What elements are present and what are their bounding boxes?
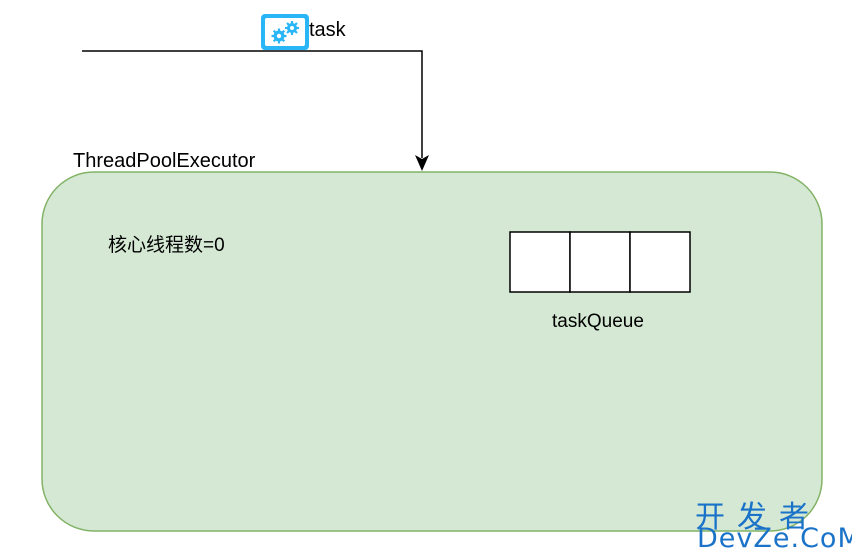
task-label: task	[309, 19, 346, 41]
task-arrow-line	[82, 50, 423, 158]
queue-slot	[569, 231, 631, 293]
queue-slot	[629, 231, 691, 293]
queue-slot	[509, 231, 571, 293]
thread-pool-executor-box	[41, 171, 823, 532]
task-queue-label: taskQueue	[552, 311, 644, 332]
watermark-en: DevZe.CoM	[697, 523, 852, 554]
executor-title: ThreadPoolExecutor	[73, 150, 256, 172]
task-queue	[509, 231, 691, 293]
watermark-cn: 开发者	[695, 500, 821, 535]
task-arrow-head	[415, 155, 429, 171]
gears-icon	[261, 14, 309, 50]
core-threads-label: 核心线程数=0	[108, 235, 225, 256]
